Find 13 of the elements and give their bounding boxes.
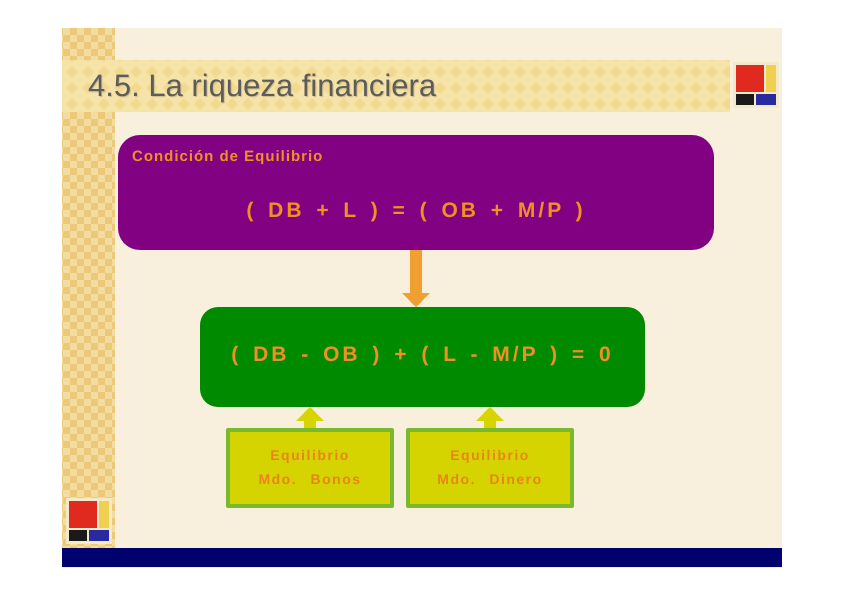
equation-text: ( DB - OB ) + ( L - M/P ) = 0 — [230, 343, 615, 367]
market-box — [406, 428, 574, 508]
box-label: Equilibrio Mdo. Dinero — [436, 446, 544, 489]
market-box — [226, 428, 394, 508]
slide-title: 4.5. La riqueza financiera — [88, 68, 436, 104]
block-arrow — [296, 407, 324, 428]
block-arrow — [402, 250, 430, 307]
block-arrow — [476, 407, 504, 428]
condition-box — [118, 135, 714, 250]
box-heading: Condición de Equilibrio — [132, 148, 324, 165]
equation-box — [200, 307, 645, 407]
equation-text: ( DB + L ) = ( OB + M/P ) — [245, 199, 587, 223]
box-label: Equilibrio Mdo. Bonos — [257, 446, 363, 489]
